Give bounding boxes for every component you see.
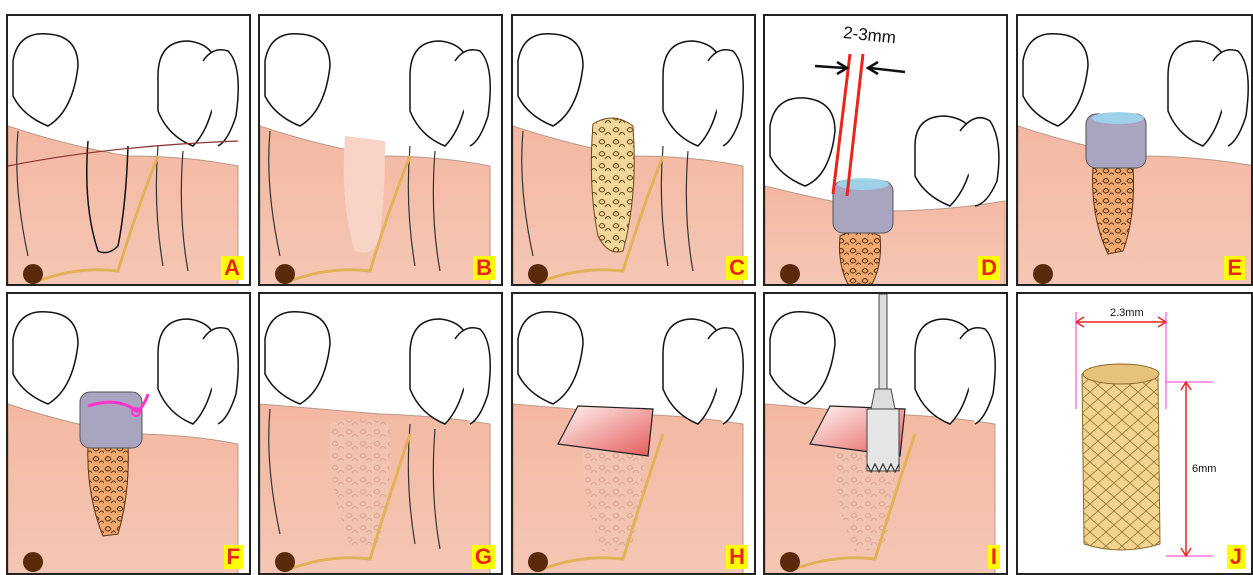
bone-core <box>1082 369 1160 550</box>
nerve-canal-icon <box>780 552 800 572</box>
panel-label: I <box>988 545 1000 569</box>
panel-i: I <box>763 292 1008 575</box>
flap-elevation-illustration <box>513 294 756 575</box>
dimension-line <box>847 54 863 196</box>
panel-label: J <box>1227 545 1245 569</box>
panel-f: F <box>6 292 251 575</box>
membrane <box>80 392 142 448</box>
dimension-line <box>833 54 850 194</box>
nerve-canal-icon <box>528 264 548 284</box>
nerve-canal-icon <box>275 552 295 572</box>
empty-socket-illustration <box>260 16 503 286</box>
panel-b: B <box>258 14 503 286</box>
panel-label: G <box>472 545 495 569</box>
graft-filled-socket-illustration <box>513 16 756 286</box>
extraction-socket-illustration <box>8 16 251 286</box>
panel-label: C <box>726 256 748 280</box>
membrane-placement-illustration: 2-3mm <box>765 16 1008 286</box>
nerve-canal-icon <box>528 552 548 572</box>
panel-label: H <box>726 545 748 569</box>
panel-label: F <box>224 545 243 569</box>
healed-site-illustration <box>260 294 503 575</box>
trephine-biopsy-illustration <box>765 294 1008 575</box>
panel-h: H <box>511 292 756 575</box>
bone-core-specimen-illustration: 2.3mm 6mm <box>1018 294 1253 575</box>
panel-label: E <box>1224 256 1245 280</box>
panel-d: 2-3mm D <box>763 14 1008 286</box>
nerve-canal-icon <box>275 264 295 284</box>
panel-j: 2.3mm 6mm J <box>1016 292 1253 575</box>
sutured-membrane-illustration <box>8 294 251 575</box>
panel-c: C <box>511 14 756 286</box>
trephine-drill-icon <box>867 294 899 472</box>
panel-e: E <box>1016 14 1253 286</box>
panel-label: B <box>473 256 495 280</box>
gap-width-label: 2-3mm <box>842 23 897 47</box>
nerve-canal-icon <box>23 264 43 284</box>
nerve-canal-icon <box>780 264 800 284</box>
panel-g: G <box>258 292 503 575</box>
nerve-canal-icon <box>1033 264 1053 284</box>
graft-width-label: 2.3mm <box>1110 307 1144 319</box>
nerve-canal-icon <box>23 552 43 572</box>
panel-a: A <box>6 14 251 286</box>
panel-label: A <box>221 256 243 280</box>
panel-label: D <box>978 256 1000 280</box>
membrane-covered-graft-illustration <box>1018 16 1253 286</box>
graft-height-label: 6mm <box>1192 463 1216 475</box>
